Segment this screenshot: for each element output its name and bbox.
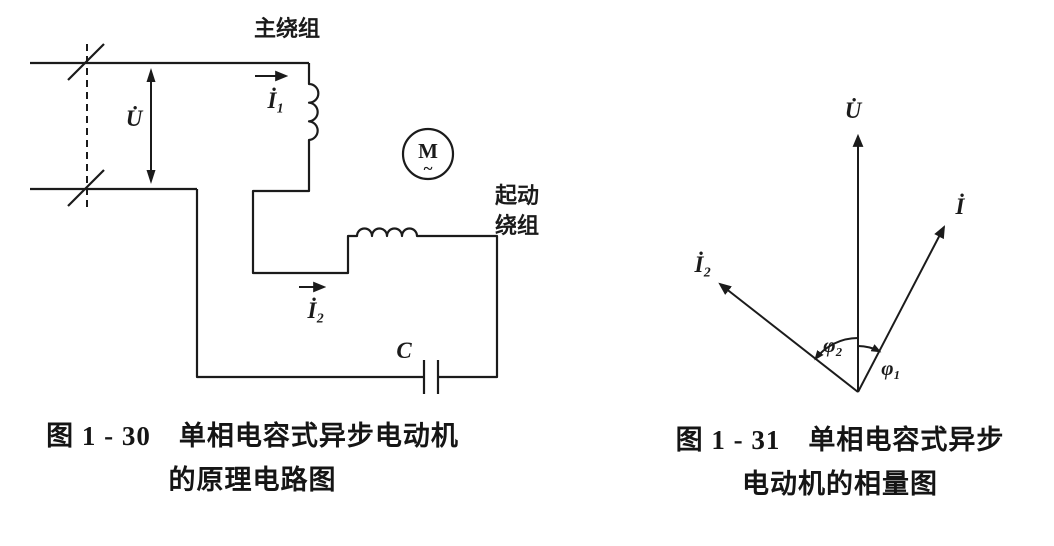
main-winding-label: 主绕组 — [254, 16, 320, 41]
figure-left-caption: 图 1 - 30 单相电容式异步电动机 的原理电路图 — [30, 414, 475, 502]
circuit-diagram: U̇ C İ₁ İ₂ 主绕组 起动 绕组 M ~ — [30, 16, 539, 394]
phi2-label: φ₂ — [823, 333, 843, 357]
phasor-current-label: İ — [955, 193, 966, 219]
motor-tilde: ~ — [424, 159, 433, 178]
voltage-arrowhead-down — [146, 170, 156, 184]
motor-circle — [401, 127, 455, 181]
phi1-angle-arc — [857, 344, 882, 353]
figure-right-caption-line2: 电动机的相量图 — [742, 469, 938, 499]
start-winding-label-line1: 起动 — [494, 183, 539, 208]
current2-label: İ₂ — [307, 297, 325, 323]
capacitor-label: C — [396, 338, 412, 363]
motor-letter: M — [418, 139, 438, 163]
start-winding-label-line2: 绕组 — [495, 213, 539, 238]
figure-left-caption-line1: 图 1 - 30 单相电容式异步电动机 — [46, 421, 459, 451]
phi2-angle-arc — [814, 337, 859, 361]
phasor-current2-vector — [718, 282, 859, 393]
phasor-diagram: U̇ İ İ₂ φ₂ φ₁ — [694, 97, 966, 393]
figure-right-caption: 图 1 - 31 单相电容式异步 电动机的相量图 — [635, 418, 1045, 506]
phi1-label: φ₁ — [881, 356, 901, 380]
figure-left-caption-line2: 的原理电路图 — [168, 465, 337, 495]
figure-right-caption-line1: 图 1 - 31 单相电容式异步 — [675, 425, 1005, 455]
voltage-label: U̇ — [126, 105, 144, 131]
phasor-current2-label: İ₂ — [694, 251, 712, 277]
windings-and-capacitor-loop-wire — [195, 63, 499, 379]
voltage-arrowhead-up — [146, 68, 156, 82]
phasor-current-vector — [857, 225, 946, 393]
current1-label: İ₁ — [267, 87, 285, 113]
phasor-voltage-label: U̇ — [845, 97, 863, 123]
